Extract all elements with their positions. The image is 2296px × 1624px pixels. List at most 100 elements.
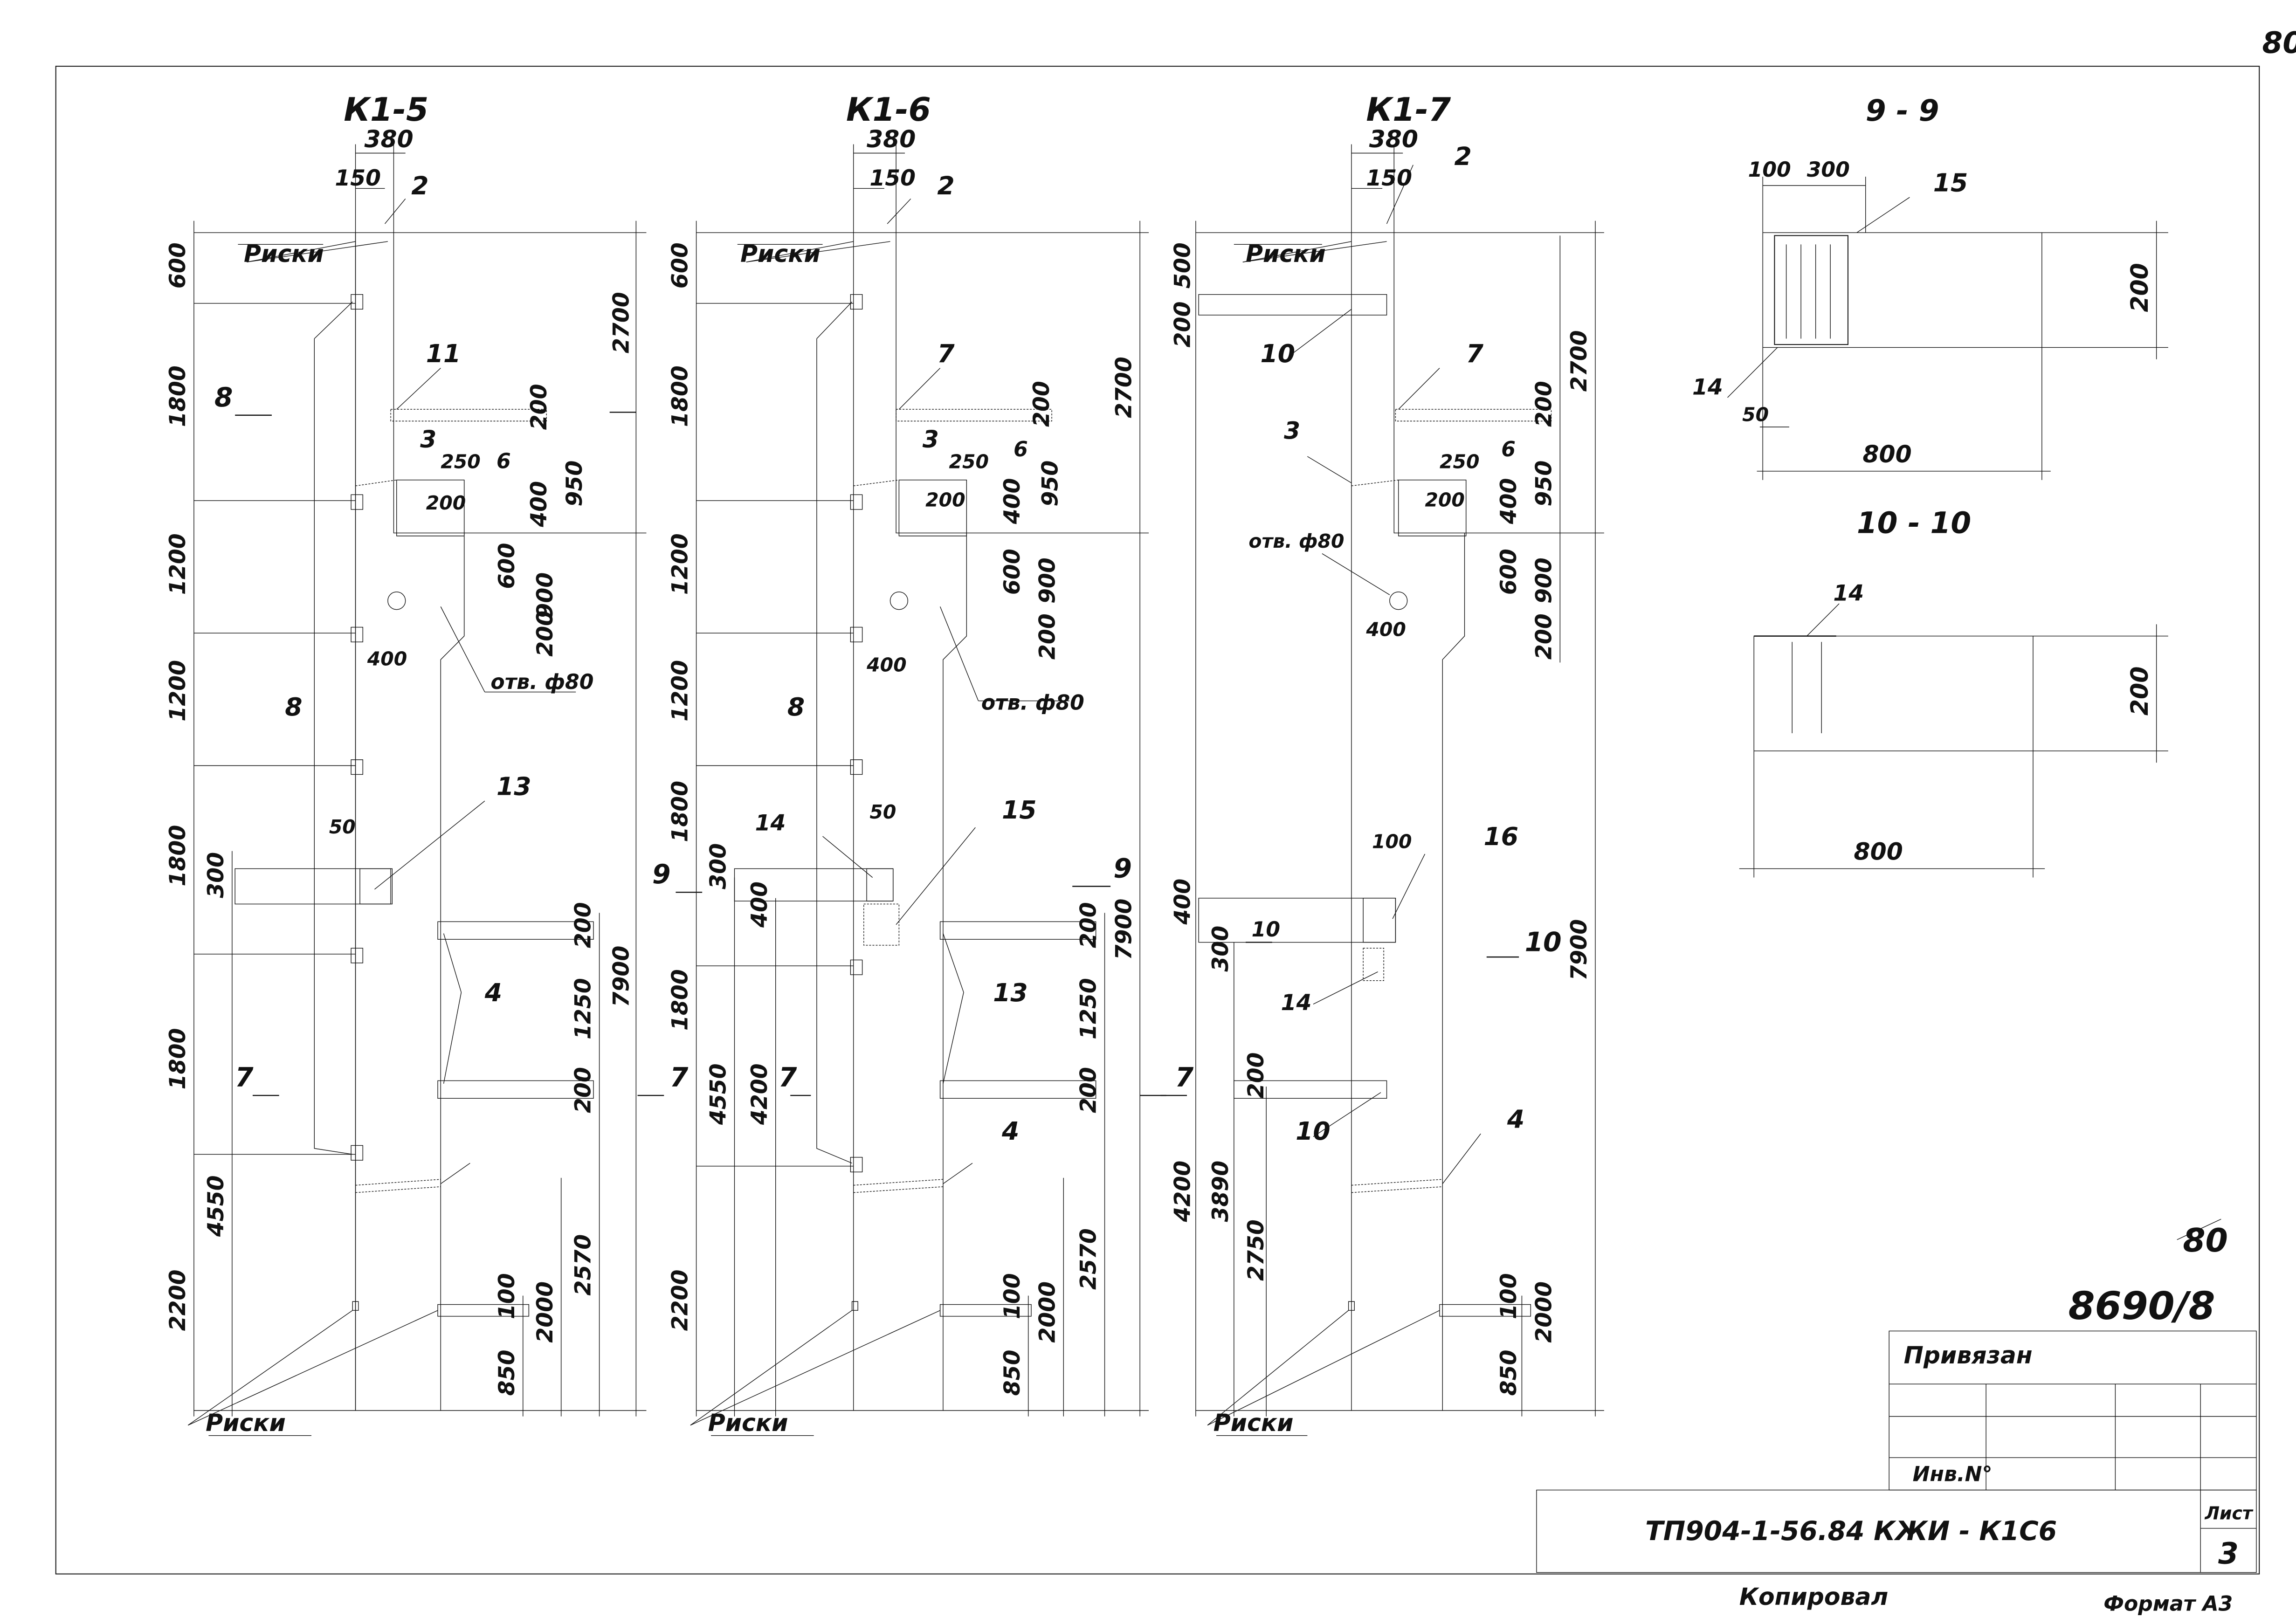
k1-7-callout-10-top: 10 — [1261, 339, 1296, 368]
k1-7-niche-900: 900 — [1531, 557, 1557, 604]
k1-5-offset: 150 — [335, 165, 381, 191]
k1-5-dim-4550: 4550 — [203, 1175, 229, 1237]
k1-7-low-3890: 3890 — [1208, 1161, 1234, 1222]
k1-5-callout-7: 11 — [426, 339, 461, 368]
section-10-10-dim-200: 200 — [2126, 667, 2153, 716]
k1-6-dim-7900: 7900 — [1111, 899, 1137, 960]
k1-5-dim-2700: 2700 — [609, 292, 634, 353]
k1-7-offset: 150 — [1366, 165, 1412, 191]
k1-5-callout-3: 3 — [420, 426, 436, 453]
k1-7-base-2000: 2000 — [1531, 1281, 1557, 1343]
section-9-9-callout-14: 14 — [1692, 374, 1723, 400]
k1-5-lower-200b: 200 — [571, 1067, 596, 1113]
designation: ТП904-1-56.84 КЖИ - К1С6 — [1645, 1516, 2057, 1547]
k1-5-lower-200: 200 — [571, 902, 596, 948]
k1-7-niche-950: 950 — [1531, 461, 1557, 507]
bound-label: Привязан — [1904, 1342, 2033, 1369]
section-10-10-title: 10 - 10 — [1857, 505, 1971, 540]
k1-7-dim-200-top: 200 — [1170, 302, 1195, 348]
k1-6-dim-400b: 400 — [747, 881, 772, 928]
k1-6-section-7-left: 7 — [779, 1062, 797, 1093]
k1-6-niche-400: 400 — [1000, 478, 1025, 525]
k1-6-dim-4200: 4200 — [747, 1063, 772, 1125]
inv-label: Инв.N° — [1913, 1463, 1993, 1486]
k1-7-callout-7: 7 — [1466, 339, 1484, 368]
page-number-top: 80 — [2262, 26, 2296, 60]
k1-5-hole: отв. ф80 — [490, 670, 593, 694]
k1-6-callout-15: 15 — [1002, 795, 1037, 825]
k1-5-base-2570: 2570 — [571, 1234, 596, 1296]
k1-6-callout-8: 8 — [787, 692, 805, 722]
k1-5-niche-200: 200 — [526, 384, 552, 430]
k1-6-lower-1250: 1250 — [1076, 978, 1102, 1039]
k1-5-left-dim-2: 1800 — [165, 365, 191, 427]
k1-6-niche-600: 600 — [1000, 549, 1025, 595]
k1-7-niche-200b: 200 — [1531, 613, 1557, 660]
k1-6-section-7-mid: 7 — [670, 1062, 689, 1093]
k1-6-left-dim-1: 600 — [668, 242, 693, 289]
k1-6-dim-200: 200 — [925, 489, 965, 511]
k1-6-marks-bottom: Риски — [708, 1409, 788, 1437]
section-10-10-callout-14: 14 — [1833, 581, 1864, 606]
k1-7-niche-600: 600 — [1496, 549, 1522, 595]
section-9-9-dim-200: 200 — [2126, 263, 2153, 312]
k1-6-base-2000: 2000 — [1034, 1281, 1060, 1343]
k1-6-callout-4: 4 — [1001, 1116, 1019, 1146]
k1-7-callout-4: 4 — [1507, 1104, 1524, 1134]
k1-5-title: К1-5 — [344, 91, 428, 129]
k1-6-base-850: 850 — [1000, 1350, 1025, 1396]
k1-6-section-9-left: 9 — [652, 859, 670, 890]
k1-7-callout-14: 14 — [1281, 990, 1312, 1016]
k1-5-dim-250: 250 — [441, 450, 480, 473]
k1-6-dim-4550: 4550 — [706, 1063, 731, 1125]
k1-5-callout-11: 13 — [496, 772, 531, 801]
k1-5-dim-200: 200 — [426, 492, 466, 514]
title-block — [1537, 1219, 2256, 1572]
k1-5-niche-950: 950 — [562, 461, 587, 507]
k1-5-section-7: 7 — [235, 1062, 254, 1093]
k1-5-lower-1250: 1250 — [571, 978, 596, 1039]
k1-7-low-400: 400 — [1170, 879, 1195, 925]
k1-6-left-dim-3: 1200 — [668, 533, 693, 595]
k1-6-dim-400: 400 — [866, 654, 906, 676]
k1-7-dim-250: 250 — [1440, 450, 1479, 473]
k1-6-base-2570: 2570 — [1076, 1228, 1102, 1290]
k1-5-section-8: 8 — [214, 382, 233, 413]
k1-7-section-10: 10 — [1525, 927, 1562, 957]
k1-7-marks: Риски — [1246, 240, 1326, 268]
k1-7-callout-6: 6 — [1501, 438, 1516, 461]
page-number-small: 80 — [2183, 1222, 2227, 1259]
section-9-9 — [1728, 177, 2168, 480]
sheet-number: 3 — [2218, 1536, 2239, 1570]
k1-7-dim-500: 500 — [1170, 242, 1195, 289]
k1-7-callout-10-low: 10 — [1296, 1116, 1331, 1146]
k1-5-dim-7900: 7900 — [609, 946, 634, 1007]
k1-7-low-2750: 2750 — [1243, 1219, 1269, 1281]
k1-7-niche-400: 400 — [1496, 478, 1522, 525]
k1-5-left-dim-3: 1200 — [165, 533, 191, 595]
section-10-10-dim-800: 800 — [1854, 838, 1903, 866]
k1-5-base-100: 100 — [494, 1273, 520, 1319]
k1-6-callout-7: 7 — [937, 339, 955, 368]
sheet-label: Лист — [2205, 1503, 2254, 1524]
column-k1-7-outline — [1351, 233, 1465, 1411]
k1-5-left-dim-7: 2200 — [165, 1270, 191, 1331]
k1-7-callout-2: 2 — [1454, 142, 1471, 171]
k1-6-callout-14: 14 — [755, 810, 786, 836]
k1-5-base-850: 850 — [494, 1350, 520, 1396]
k1-5-callout-8: 8 — [285, 692, 302, 722]
section-9-9-dim-100: 100 — [1748, 158, 1791, 182]
k1-5-base-2000: 2000 — [532, 1281, 558, 1343]
k1-6-niche-950: 950 — [1038, 461, 1063, 507]
k1-7-section-7: 7 — [1175, 1062, 1194, 1093]
section-9-9-title: 9 - 9 — [1866, 93, 1939, 128]
k1-7-width: 380 — [1369, 125, 1418, 153]
column-k1-5-outline — [356, 233, 464, 1411]
k1-6-offset: 150 — [869, 165, 916, 191]
k1-6-lower-200b: 200 — [1076, 1067, 1102, 1113]
k1-7-dim-200: 200 — [1425, 489, 1464, 511]
column-k1-5 — [188, 145, 664, 1436]
k1-7-marks-bottom: Риски — [1214, 1409, 1294, 1437]
k1-7-base-100: 100 — [1496, 1273, 1522, 1319]
